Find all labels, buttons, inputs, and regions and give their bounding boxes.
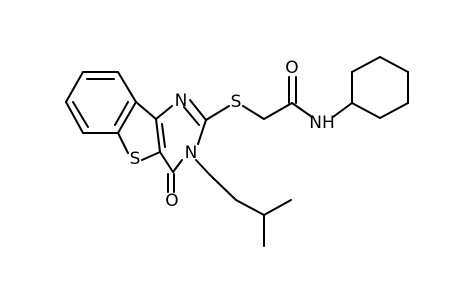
cyclohexyl-ring (332, 56, 409, 119)
bond (263, 199, 292, 216)
bond (189, 99, 207, 121)
bond (159, 151, 174, 173)
benzene-ring (65, 71, 137, 134)
bond (141, 151, 161, 161)
pyrimidinone-ring (155, 99, 207, 193)
bond (195, 159, 211, 176)
bond (117, 101, 137, 134)
isopentyl-chain (195, 159, 292, 247)
thioacetamide-linker (205, 76, 313, 121)
bond (117, 132, 129, 154)
atom-label-n-top: N (175, 91, 188, 111)
bond (65, 101, 84, 134)
atom-label-s-thioether: S (231, 92, 242, 112)
atom-label-o-ring: O (165, 191, 178, 211)
bond (235, 199, 265, 216)
bond (379, 102, 409, 119)
bond (183, 106, 200, 126)
bond-inner (72, 101, 89, 128)
thiophene-ring (117, 101, 166, 161)
bond (351, 56, 381, 73)
bond (379, 56, 409, 73)
atom-label-n-bottom: N (185, 143, 198, 163)
bond (197, 119, 207, 145)
atom-label-s-thiophene: S (130, 149, 141, 169)
atom-label-nh-amide: NH (309, 113, 335, 133)
bond (263, 102, 293, 120)
bond (209, 174, 237, 201)
bond (332, 102, 353, 118)
bond (242, 105, 265, 120)
bond (351, 102, 381, 119)
bond (205, 105, 230, 121)
bond (135, 101, 157, 120)
bond (65, 71, 84, 103)
bond (155, 118, 161, 153)
bond-inner (114, 101, 129, 126)
bond (291, 102, 313, 118)
bond (117, 71, 137, 103)
bond (155, 105, 173, 120)
atom-label-o-amide: O (285, 58, 298, 78)
bond-inner (161, 123, 166, 148)
bond (172, 159, 183, 173)
